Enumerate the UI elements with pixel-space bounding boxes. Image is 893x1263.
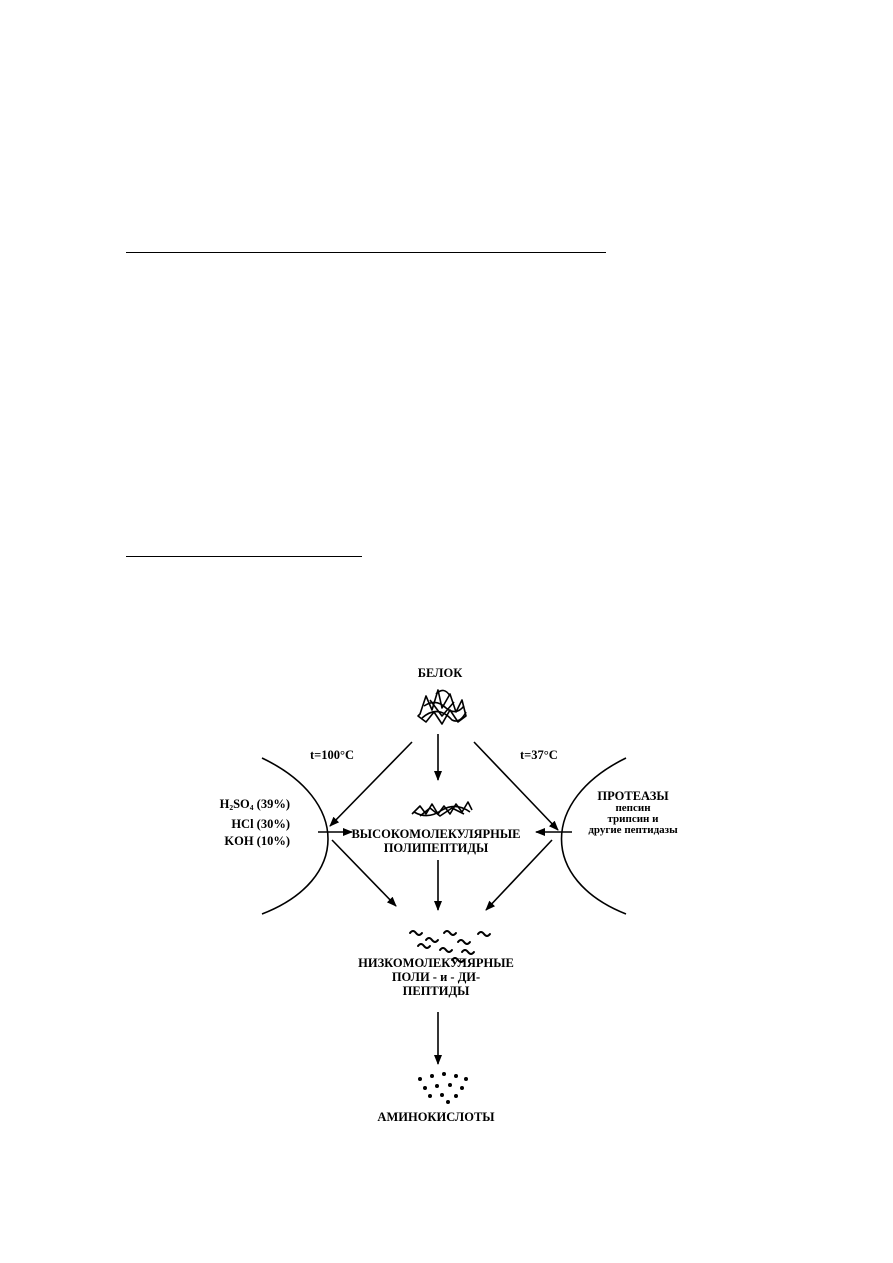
label-acid-2: HCl (30%) <box>231 817 290 831</box>
diagram-graphics <box>261 689 627 1104</box>
label-low-2: ПОЛИ - и - ДИ- <box>391 970 481 984</box>
arrow-protein-right <box>473 741 559 831</box>
arrow-right-down <box>485 839 553 911</box>
label-acids-group: H2SO4 (39%) HCl (30%) KOH (10%) <box>190 796 290 850</box>
label-low-3: ПЕПТИДЫ <box>402 984 470 998</box>
label-protein: БЕЛОК <box>417 666 463 680</box>
horizontal-rule-short <box>126 556 362 557</box>
right-bracket <box>560 757 627 915</box>
horizontal-rule <box>126 252 606 253</box>
label-low-1: НИЗКОМОЛЕКУЛЯРНЫЕ <box>358 956 514 970</box>
label-proteases-group: ПРОТЕАЗЫ пепсин трипсин и другие пептида… <box>578 790 688 836</box>
protein-hydrolysis-diagram: БЕЛОК t=100°C t=37°C H2SO4 (39%) HCl (30… <box>180 650 700 1150</box>
label-acid-1: H2SO4 (39%) <box>219 797 290 812</box>
label-proteases-1: пепсин <box>615 802 651 814</box>
label-high-molecular: ВЫСОКОМОЛЕКУЛЯРНЫЕ ПОЛИПЕПТИДЫ <box>336 827 536 855</box>
arrow-protein-left <box>329 741 413 827</box>
arrow-left-down <box>331 839 397 907</box>
label-acid-3: KOH (10%) <box>224 834 290 848</box>
label-temperature-left: t=100°C <box>310 748 355 762</box>
label-amino-acids: АМИНОКИСЛОТЫ <box>377 1110 495 1124</box>
protein-coil-icon <box>417 689 467 725</box>
label-high-1: ВЫСОКОМОЛЕКУЛЯРНЫЕ <box>351 827 521 841</box>
polypeptide-chain-icon <box>411 801 473 817</box>
amino-acid-dots-icon <box>418 1072 468 1104</box>
label-low-molecular: НИЗКОМОЛЕКУЛЯРНЫЕ ПОЛИ - и - ДИ- ПЕПТИДЫ <box>336 956 536 998</box>
short-peptides-icon <box>409 930 491 963</box>
label-proteases-3: другие пептидазы <box>588 824 678 836</box>
left-bracket <box>261 757 329 915</box>
label-high-2: ПОЛИПЕПТИДЫ <box>383 841 489 855</box>
label-proteases-2: трипсин и <box>607 813 659 825</box>
label-proteases-title: ПРОТЕАЗЫ <box>597 789 669 803</box>
label-temperature-right: t=37°C <box>520 748 558 762</box>
